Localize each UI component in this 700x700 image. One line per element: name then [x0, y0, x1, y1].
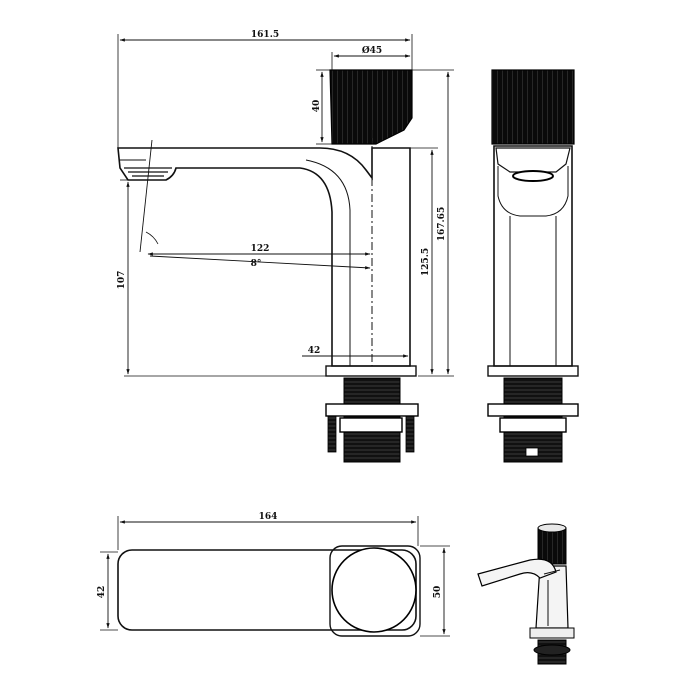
stud-left — [327, 415, 337, 453]
handle — [329, 69, 413, 145]
preview-spout — [477, 558, 557, 587]
faucet-3d-preview — [477, 523, 575, 665]
stud-right — [405, 415, 415, 453]
side-view: 161.5 Ø45 40 167.65 125.5 122 8° 107 — [117, 30, 454, 463]
front-view — [487, 69, 579, 463]
dim-body-height: 125.5 — [421, 248, 431, 276]
dim-handle-diameter: Ø45 — [362, 45, 382, 56]
spout-body-outline — [117, 147, 411, 367]
front-base-flange — [487, 365, 579, 377]
front-mounting-nut — [499, 417, 567, 433]
dim-overall-length: 161.5 — [251, 30, 279, 40]
base-flange — [325, 365, 417, 377]
front-handle — [491, 69, 575, 145]
spout-inner-curve — [305, 159, 351, 366]
preview-handle — [537, 527, 567, 565]
plan-view: 164 42 50 — [97, 512, 450, 637]
front-mounting-plate — [487, 403, 579, 417]
dim-handle-height: 40 — [312, 100, 322, 113]
dim-plan-depth: 50 — [433, 586, 443, 599]
plan-body — [329, 545, 421, 637]
dim-plan-width: 42 — [97, 586, 107, 599]
preview-flange — [529, 627, 575, 639]
dim-spout-clearance: 107 — [117, 271, 127, 290]
mounting-plate — [325, 403, 419, 417]
dim-plan-length: 164 — [259, 512, 278, 522]
dim-spout-angle: 8° — [251, 259, 262, 269]
mounting-nut — [339, 417, 403, 433]
dim-spout-reach: 122 — [251, 244, 270, 254]
dim-body-width: 42 — [308, 346, 321, 356]
front-aerator — [512, 170, 554, 182]
dim-total-height: 167.65 — [437, 207, 447, 241]
plan-handle — [331, 547, 417, 633]
